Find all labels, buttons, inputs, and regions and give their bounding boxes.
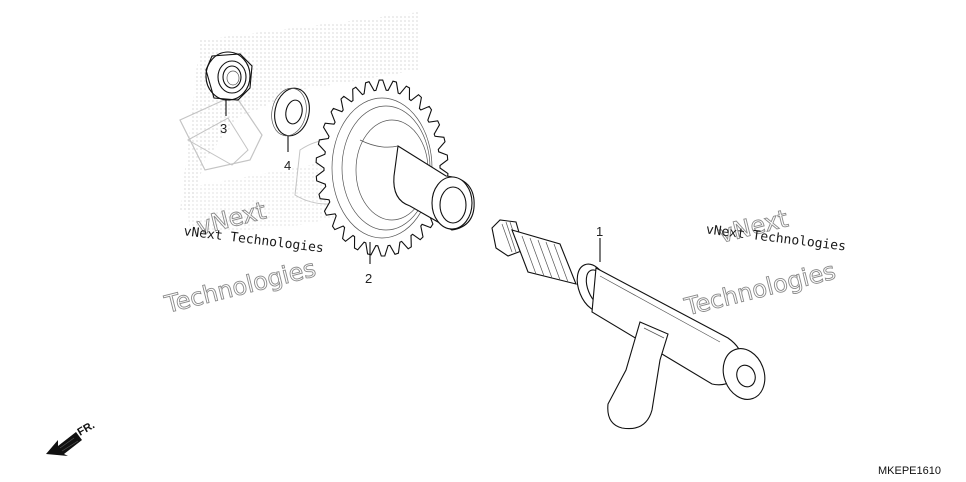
part-1-shaft [491,219,766,430]
watermark-right: vNext Technologies vNext Technologies [681,204,847,322]
part-2-gear [315,79,475,257]
front-direction-arrow: FR. [46,419,97,456]
direction-label: FR. [76,419,97,438]
diagram-code: MKEPE1610 [878,465,941,477]
callout-2: 2 [365,271,372,286]
watermark-right-large-2: Technologies [681,257,838,322]
callout-4: 4 [284,158,291,173]
watermark-left-large-2: Technologies [161,254,318,319]
part-4-washer [271,87,310,137]
callout-1: 1 [596,224,603,239]
part-3-flange-nut [205,51,253,101]
callout-3: 3 [220,121,227,136]
